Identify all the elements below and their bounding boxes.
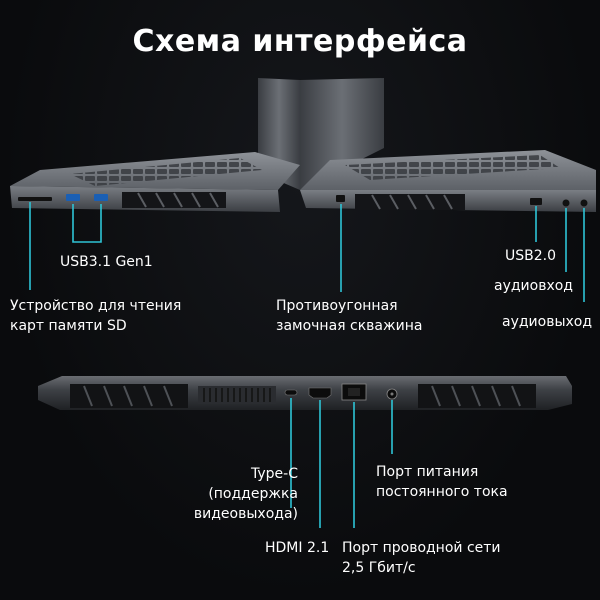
audio-out-label: аудиовыход — [502, 314, 593, 330]
sd-slot — [18, 197, 52, 201]
typec-label-line2: (поддержка — [208, 486, 298, 502]
typec-port — [284, 389, 298, 396]
rear-grille — [198, 386, 276, 404]
dc-label: Порт питания постоянного тока — [376, 462, 508, 502]
lock-label-line2: замочная скважина — [276, 318, 423, 334]
left-vent-fins — [137, 192, 219, 208]
typec-label-line3: видеовыхода) — [193, 506, 298, 522]
lock-label-line1: Противоугонная — [276, 298, 398, 314]
hdmi-label: HDMI 2.1 — [265, 540, 330, 556]
left-keyboard — [70, 158, 262, 186]
dc-label-line2: постоянного тока — [376, 484, 508, 500]
usb31-port-1 — [66, 194, 80, 201]
sd-reader-label: Устройство для чтения карт памяти SD — [10, 296, 181, 336]
lock-label: Противоугонная замочная скважина — [276, 296, 422, 336]
typec-label: Type-C (поддержка видеовыхода) — [186, 464, 298, 524]
left-laptop — [10, 78, 300, 212]
hdmi-port — [308, 387, 332, 399]
audio-out-jack — [580, 199, 588, 207]
right-laptop-lid — [300, 78, 384, 190]
usb20-label: USB2.0 — [505, 248, 557, 264]
audio-in-label: аудиовход — [494, 278, 573, 294]
right-vent — [355, 194, 465, 210]
lan-label-line2: 2,5 Гбит/с — [342, 560, 416, 576]
sd-reader-label-line1: Устройство для чтения — [10, 298, 182, 314]
rear-laptop — [38, 376, 572, 410]
audio-in-jack — [562, 199, 570, 207]
typec-label-line1: Type-C — [251, 466, 298, 482]
sd-reader-label-line2: карт памяти SD — [10, 318, 127, 334]
lock-slot — [336, 195, 345, 202]
lan-label-line1: Порт проводной сети — [342, 540, 501, 556]
right-vent-fins — [371, 194, 453, 210]
left-vent — [122, 192, 226, 208]
lan-label: Порт проводной сети 2,5 Гбит/с — [342, 538, 501, 578]
callout-lines — [29, 202, 585, 528]
right-laptop — [300, 78, 596, 212]
usb20-port — [530, 198, 542, 205]
right-keyboard — [345, 155, 560, 180]
diagram-title: Схема интерфейса — [132, 24, 468, 59]
usb31-label: USB3.1 Gen1 — [60, 254, 153, 270]
usb31-callout — [72, 204, 102, 243]
dc-label-line1: Порт питания — [376, 464, 479, 480]
usb31-port-2 — [94, 194, 108, 201]
